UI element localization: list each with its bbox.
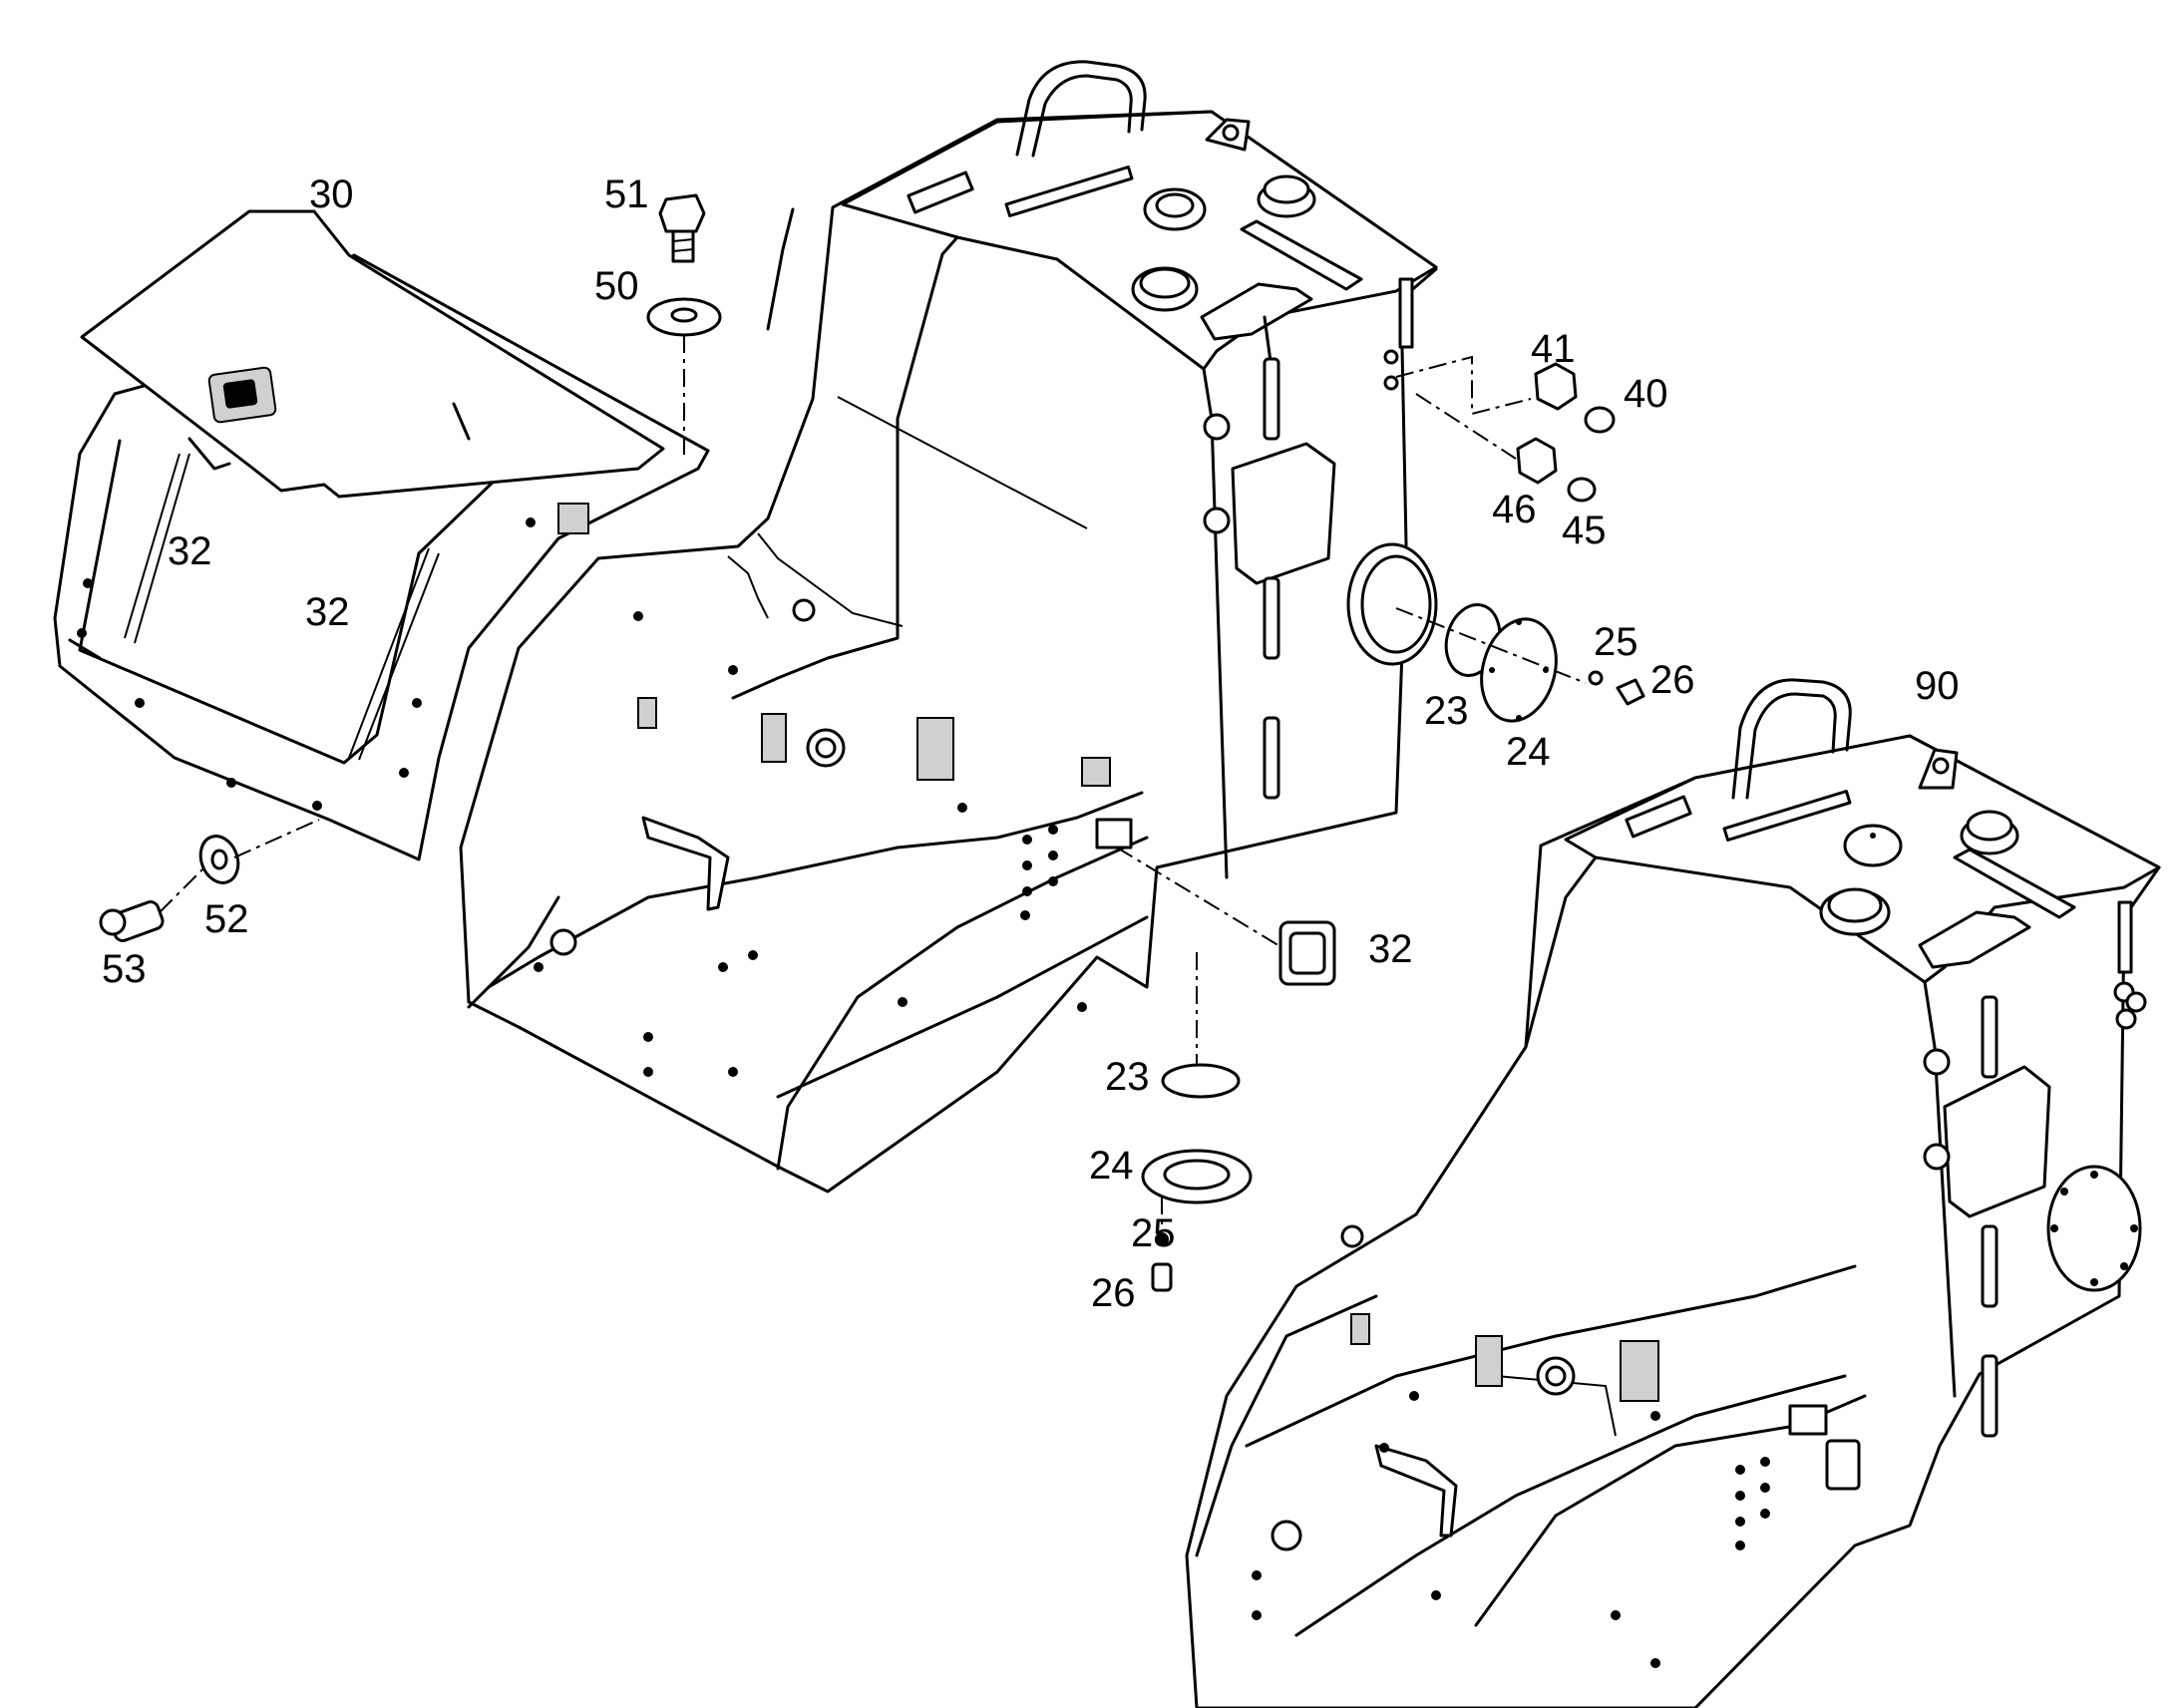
callout-46: 46	[1492, 488, 1537, 531]
callout-25-side: 25	[1594, 620, 1638, 664]
callout-labels: 30 51 50 32 32 41 40 46 45 25 26 23 24 9…	[102, 172, 1960, 1315]
cover-assembly	[53, 209, 710, 861]
main-tank	[459, 60, 1438, 1194]
callout-51: 51	[604, 172, 649, 216]
callout-40: 40	[1624, 372, 1668, 416]
callout-53: 53	[102, 947, 147, 991]
callout-26-side: 26	[1650, 658, 1695, 702]
callout-24-bottom: 24	[1089, 1144, 1134, 1188]
callout-32-cover-right: 32	[305, 590, 350, 634]
callout-25-bottom: 25	[1131, 1211, 1176, 1255]
callout-41: 41	[1531, 327, 1576, 371]
callout-52: 52	[204, 897, 249, 941]
tank-assembly-90	[1185, 678, 2161, 1708]
callout-32-cover-left: 32	[168, 529, 212, 573]
callout-23-bottom: 23	[1105, 1055, 1150, 1099]
callout-26-bottom: 26	[1091, 1271, 1136, 1315]
callout-30: 30	[309, 172, 354, 216]
callout-23-side: 23	[1424, 689, 1469, 733]
callout-90: 90	[1915, 664, 1960, 708]
leader-lines	[159, 335, 1587, 1231]
callout-32-gasket: 32	[1368, 927, 1413, 971]
callout-50: 50	[594, 264, 639, 308]
callout-24-side: 24	[1506, 730, 1551, 774]
callout-45: 45	[1562, 509, 1607, 552]
fastener-parts	[99, 193, 1645, 1292]
